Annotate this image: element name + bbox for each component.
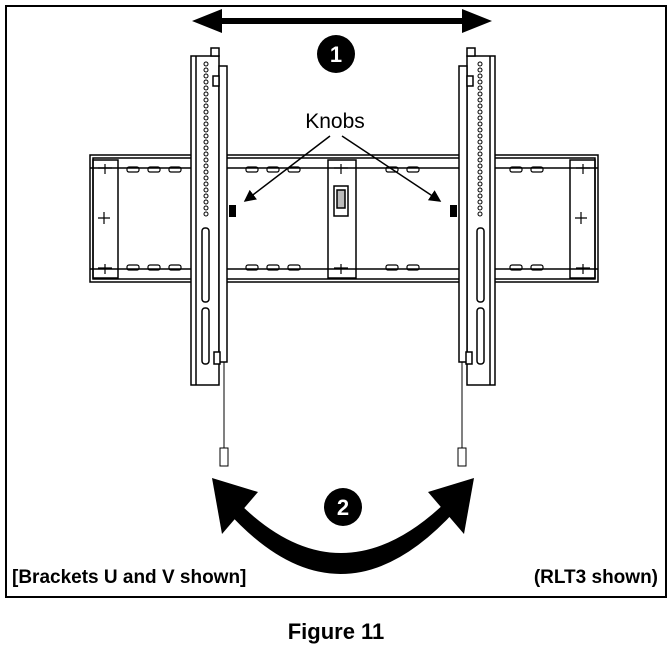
step-1-number: 1 <box>330 42 342 67</box>
left-knob <box>229 205 236 217</box>
knob-leader-lines <box>243 135 442 202</box>
model-note: (RLT3 shown) <box>533 567 658 588</box>
left-bracket <box>190 47 229 467</box>
figure-caption: Figure 11 <box>287 619 385 644</box>
brackets-note: [Brackets U and V shown] <box>12 567 247 588</box>
knobs-label: Knobs <box>305 110 365 133</box>
right-knob <box>450 205 457 217</box>
rotate-arrow <box>212 478 474 574</box>
step-2-badge: 2 <box>324 488 362 526</box>
horizontal-double-arrow <box>192 9 492 33</box>
wall-plate <box>89 154 599 283</box>
step-2-number: 2 <box>337 495 349 520</box>
step-1-badge: 1 <box>317 35 355 73</box>
mount-diagram: Knobs 1 2 <box>89 9 599 574</box>
right-bracket <box>457 47 496 467</box>
